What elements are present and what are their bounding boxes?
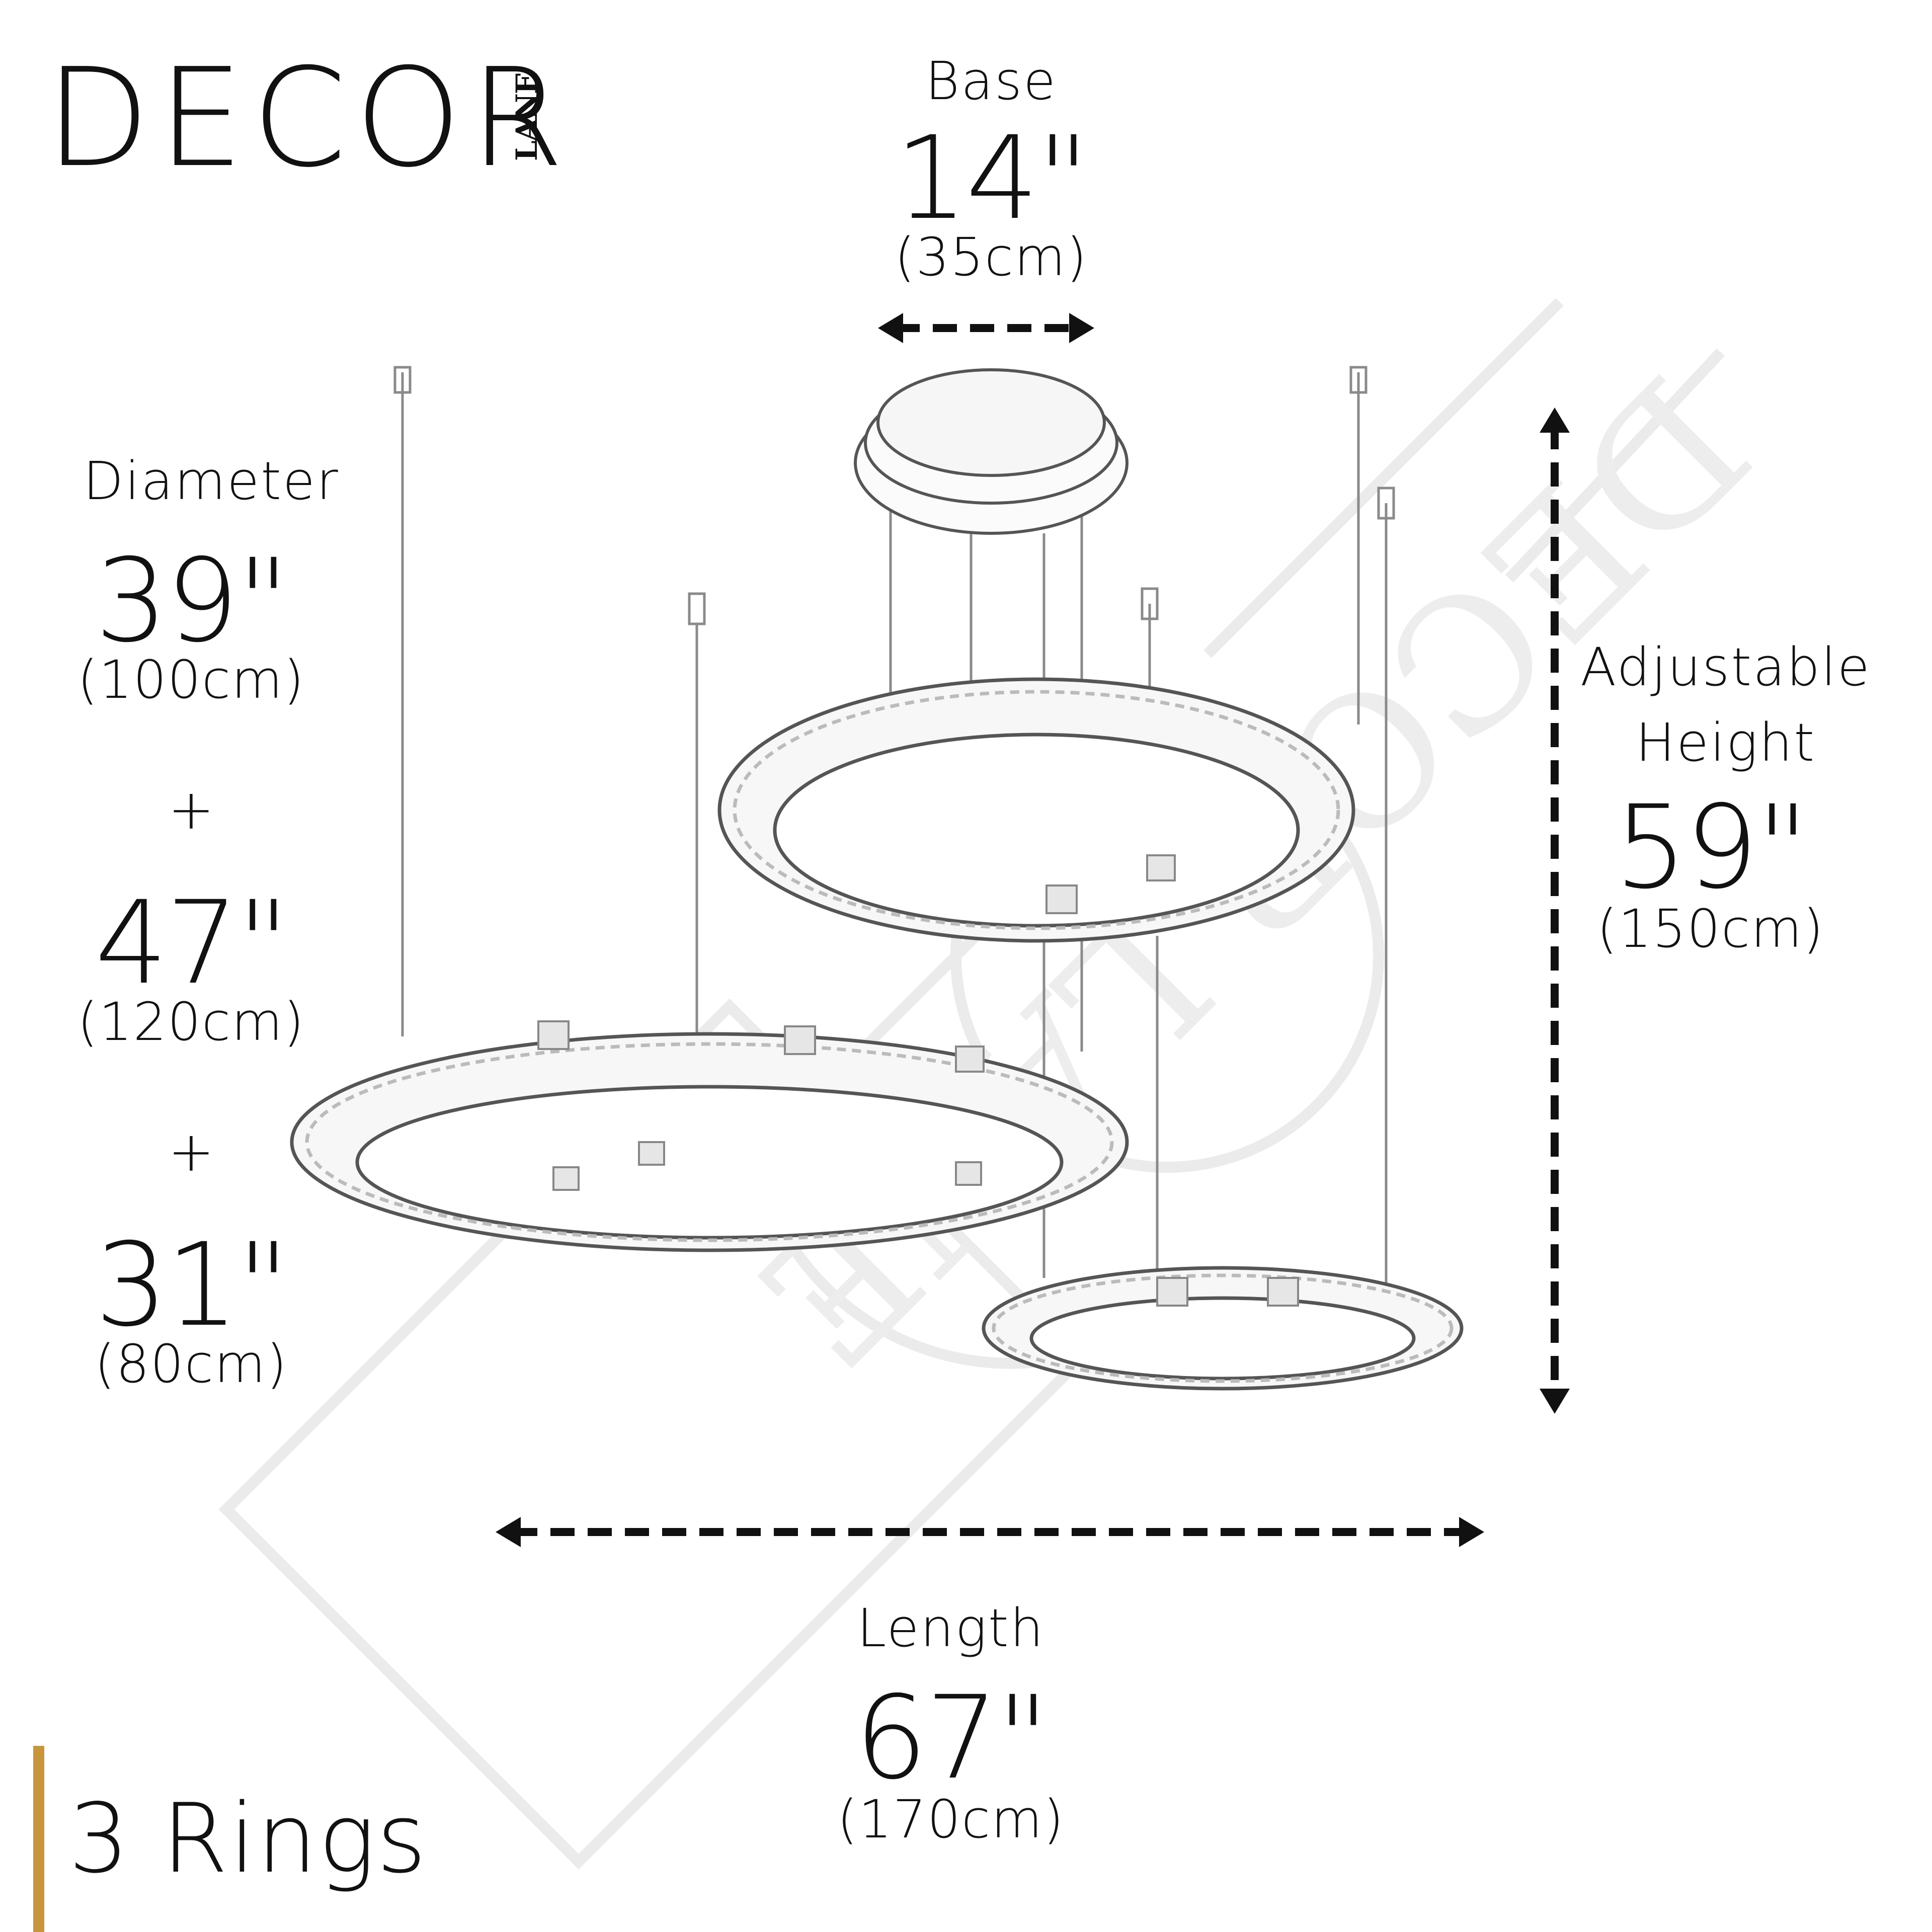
- brand-logo: DECOR: [45, 39, 573, 197]
- accent-bar: [33, 1746, 44, 1932]
- base-metric: (35cm): [895, 226, 1088, 288]
- tagline: 3 Rings: [68, 1783, 428, 1894]
- diameter-2-metric: (120cm): [77, 991, 305, 1053]
- height-imperial: 59": [1614, 780, 1809, 914]
- diameter-1-imperial: 39": [95, 534, 290, 668]
- diameter-1-metric: (100cm): [77, 649, 305, 710]
- diameter-3-imperial: 31": [95, 1218, 290, 1352]
- length-metric: (170cm): [837, 1789, 1065, 1850]
- diameter-label: Diameter: [83, 450, 340, 512]
- base-imperial: 14": [895, 111, 1090, 245]
- diameter-plus-1: +: [168, 777, 215, 842]
- height-metric: (150cm): [1596, 898, 1825, 959]
- height-label-line1: Adjustable: [1580, 636, 1871, 698]
- base-label: Base: [925, 50, 1057, 112]
- diameter-plus-2: +: [168, 1119, 215, 1184]
- height-label-line2: Height: [1635, 712, 1816, 773]
- length-imperial: 67": [854, 1671, 1050, 1805]
- diameter-3-metric: (80cm): [95, 1333, 288, 1395]
- diameter-2-imperial: 47": [95, 876, 290, 1010]
- length-label: Length: [857, 1597, 1045, 1659]
